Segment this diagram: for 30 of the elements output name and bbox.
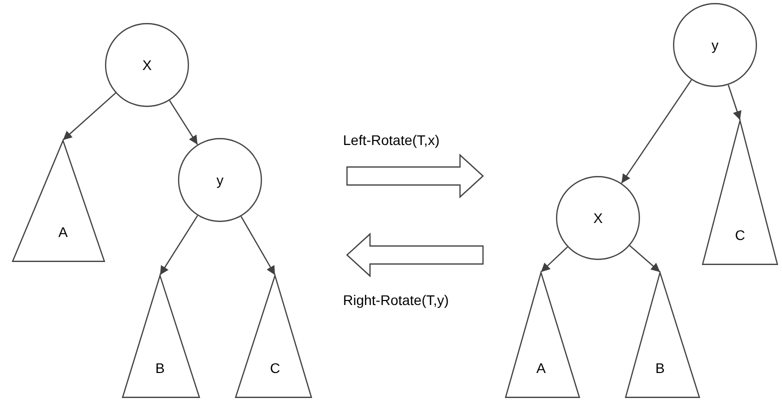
arrow (160, 215, 198, 276)
tree-node-circle (556, 176, 640, 260)
subtree-triangle (702, 120, 778, 265)
node-label: y (712, 37, 718, 53)
subtree-triangle (12, 140, 105, 262)
arrow (728, 84, 742, 120)
node-label: C (734, 227, 746, 243)
node-label: C (270, 360, 280, 376)
node-label: A (58, 224, 68, 240)
arrow (621, 79, 692, 184)
operation-label: Right-Rotate(T,y) (343, 292, 449, 308)
node-label: y (216, 172, 224, 188)
subtree-triangle (235, 275, 312, 398)
arrow (62, 92, 116, 140)
subtree-triangle (505, 272, 580, 398)
arrow (240, 216, 276, 276)
tree-node-circle (178, 138, 262, 222)
arrow (540, 246, 568, 272)
arrow (629, 245, 660, 272)
node-label: X (142, 57, 152, 73)
node-label: A (536, 360, 546, 376)
tree-node-circle (105, 23, 189, 107)
arrow (169, 100, 198, 145)
operation-label: Left-Rotate(T,x) (343, 132, 440, 148)
node-label: B (155, 360, 165, 376)
node-label: X (593, 210, 603, 226)
node-label: B (655, 360, 665, 376)
subtree-triangle (625, 272, 700, 398)
tree-node-circle (673, 3, 757, 87)
subtree-triangle (122, 275, 200, 398)
